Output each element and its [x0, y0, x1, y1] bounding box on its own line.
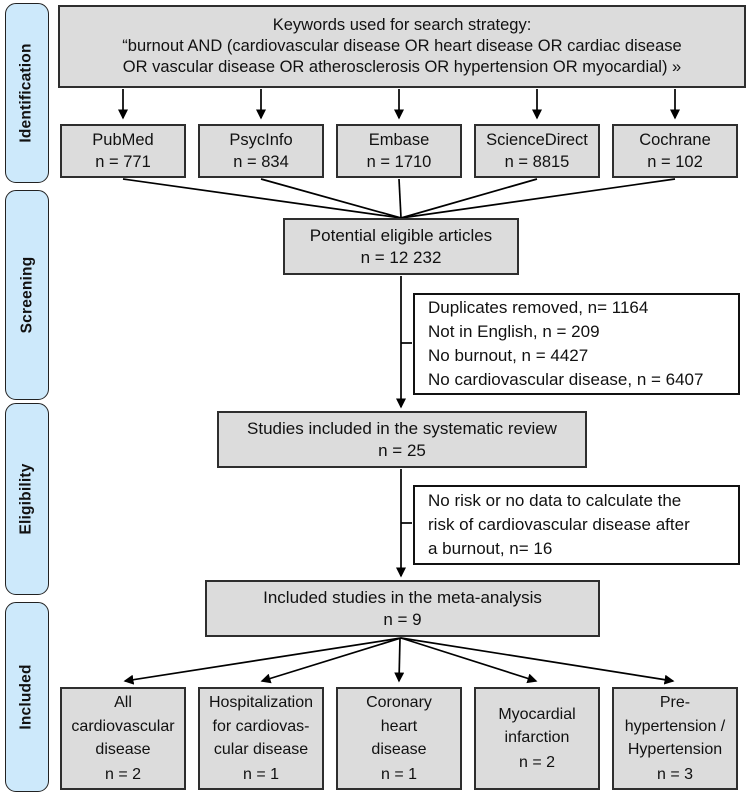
- database-name: PsycInfo: [229, 131, 293, 149]
- exclusion-reason: No burnout, n = 4427: [428, 346, 589, 365]
- database-box-pubmed: PubMed n = 771: [60, 124, 186, 178]
- outcome-label: cardiovascular: [71, 717, 175, 735]
- database-count: n = 102: [647, 153, 703, 171]
- potential-articles-count: n = 12 232: [360, 247, 442, 267]
- outcome-count: n = 1: [242, 765, 280, 783]
- outcome-box-all-cardiovascular-disease: All cardiovascular disease n = 2: [60, 687, 186, 790]
- stage-eligibility: Eligibility: [5, 403, 49, 595]
- outcome-label: Myocardial: [498, 705, 576, 723]
- outcome-label: Hypertension: [627, 741, 723, 758]
- database-name: PubMed: [92, 131, 154, 149]
- outcome-box-hospitalization: Hospitalization for cardiovas- cular dis…: [198, 687, 324, 790]
- outcome-box-myocardial-infarction: Myocardial infarction n = 2: [474, 687, 600, 790]
- exclusion-reason: No cardiovascular disease, n = 6407: [428, 370, 704, 389]
- outcome-label: All: [114, 694, 132, 711]
- exclusion-reason: risk of cardiovascular disease after: [428, 515, 690, 534]
- outcome-label: Coronary: [366, 694, 432, 711]
- keywords-query-line2: OR vascular disease OR atherosclerosis O…: [122, 58, 682, 76]
- outcome-box-hypertension: Pre- hypertension / Hypertension n = 3: [612, 687, 738, 790]
- outcome-label: disease: [371, 741, 427, 758]
- stage-identification: Identification: [5, 3, 49, 183]
- meta-analysis-count: n = 9: [383, 609, 422, 629]
- stage-screening: Screening: [5, 190, 49, 400]
- database-count: n = 1710: [366, 153, 432, 171]
- exclusion-reason: No risk or no data to calculate the: [428, 491, 682, 510]
- database-count: n = 8815: [504, 153, 570, 171]
- screening-exclusions-box: Duplicates removed, n= 1164 Not in Engli…: [413, 293, 740, 395]
- outcome-label: for cardiovas-: [212, 717, 310, 735]
- exclusion-reason: a burnout, n= 16: [428, 539, 553, 558]
- keywords-title: Keywords used for search strategy:: [272, 16, 532, 34]
- systematic-review-title: Studies included in the systematic revie…: [247, 418, 557, 438]
- stage-included: Included: [5, 602, 49, 792]
- outcome-label: cular disease: [213, 741, 309, 758]
- stage-label: Included: [18, 664, 36, 730]
- database-box-psycinfo: PsycInfo n = 834: [198, 124, 324, 178]
- eligibility-exclusions-box: No risk or no data to calculate the risk…: [413, 485, 740, 565]
- database-name: ScienceDirect: [486, 131, 588, 149]
- exclusion-reason: Not in English, n = 209: [428, 322, 600, 341]
- outcome-label: heart: [380, 717, 418, 735]
- outcome-count: n = 2: [518, 753, 556, 771]
- outcome-count: n = 2: [104, 765, 142, 783]
- database-count: n = 834: [233, 153, 289, 171]
- outcome-box-coronary-heart-disease: Coronary heart disease n = 1: [336, 687, 462, 790]
- outcome-label: hypertension /: [624, 717, 726, 735]
- stage-label: Eligibility: [18, 463, 36, 535]
- keywords-query-line1: “burnout AND (cardiovascular disease OR …: [122, 37, 682, 55]
- database-box-cochrane: Cochrane n = 102: [612, 124, 738, 178]
- database-count: n = 771: [95, 153, 151, 171]
- exclusion-reason: Duplicates removed, n= 1164: [428, 298, 649, 317]
- meta-analysis-title: Included studies in the meta-analysis: [263, 587, 542, 607]
- stage-label: Identification: [18, 43, 35, 143]
- database-box-embase: Embase n = 1710: [336, 124, 462, 178]
- potential-articles-title: Potential eligible articles: [309, 225, 493, 245]
- systematic-review-box: Studies included in the systematic revie…: [217, 411, 587, 468]
- database-name: Embase: [368, 131, 430, 149]
- outcome-label: Pre-: [659, 694, 691, 711]
- outcome-label: Hospitalization: [208, 694, 314, 711]
- outcome-count: n = 1: [380, 765, 418, 783]
- outcome-label: disease: [95, 741, 151, 758]
- keywords-box: Keywords used for search strategy: “burn…: [58, 5, 746, 88]
- stage-label: Screening: [18, 256, 35, 334]
- database-box-sciencedirect: ScienceDirect n = 8815: [474, 124, 600, 178]
- database-name: Cochrane: [639, 131, 711, 149]
- systematic-review-count: n = 25: [378, 440, 426, 460]
- outcome-count: n = 3: [656, 765, 694, 783]
- outcome-label: infarction: [504, 729, 570, 747]
- potential-articles-box: Potential eligible articles n = 12 232: [283, 218, 519, 275]
- meta-analysis-box: Included studies in the meta-analysis n …: [205, 580, 600, 637]
